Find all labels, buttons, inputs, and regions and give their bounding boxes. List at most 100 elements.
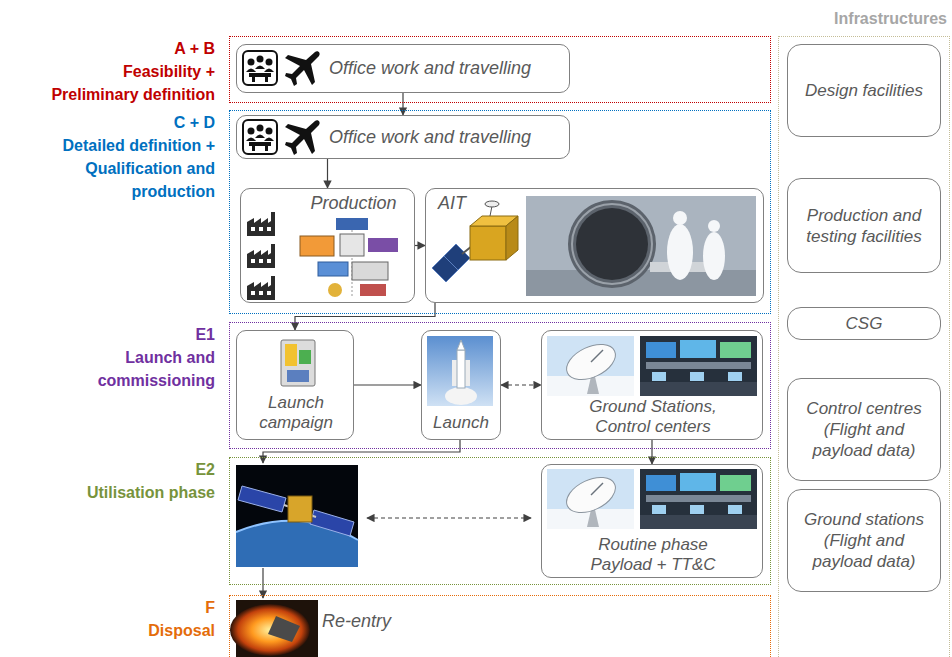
plane-icon	[285, 120, 320, 155]
facility-box: Ground stations (Flight and payload data…	[787, 489, 941, 592]
satellite-model	[432, 201, 518, 282]
exploded-satellite-drawing	[368, 238, 398, 252]
launch-container-icon	[287, 370, 309, 382]
flow-connector	[501, 384, 541, 385]
phase-name: Launch and commissioning	[40, 346, 215, 392]
re-entry-image	[230, 600, 318, 657]
satellite-in-orbit	[236, 465, 358, 567]
phase-name: Feasibility + Preliminary definition	[40, 60, 215, 106]
exploded-satellite-drawing	[340, 234, 364, 256]
exploded-satellite-drawing	[300, 236, 334, 256]
facility-box: Design facilities	[787, 44, 941, 137]
activity-box: Routine phase Payload + TT&C	[541, 464, 763, 578]
exploded-satellite-drawing	[336, 218, 368, 230]
facility-label: Production and testing facilities	[788, 205, 940, 247]
satellite-model	[506, 216, 518, 260]
activity-label: Launch	[424, 413, 498, 433]
facility-label: CSG	[839, 313, 890, 334]
satellite-model	[490, 206, 492, 216]
panel-heading: Infrastructures	[797, 9, 947, 29]
launch-container-icon	[281, 340, 315, 386]
test-chamber-photo	[568, 200, 656, 288]
satellite-model	[432, 244, 470, 282]
satellite-in-orbit	[288, 496, 312, 522]
rocket-photo	[457, 340, 465, 350]
factory-icon	[247, 276, 275, 300]
rocket-photo	[445, 387, 477, 405]
satellite-in-orbit	[238, 486, 286, 512]
launch-container-icon	[299, 350, 311, 364]
activity-label: Routine phase Payload + TT&C	[578, 535, 728, 575]
flow-arrow	[367, 517, 531, 518]
ground-station-photo	[547, 469, 634, 529]
rocket-photo	[427, 336, 493, 406]
test-chamber-photo	[526, 196, 756, 296]
phase-code: A + B	[40, 37, 215, 60]
control-room-photo	[640, 336, 757, 396]
flow-connector	[651, 440, 652, 464]
test-chamber-photo	[667, 224, 693, 280]
flow-arrow	[263, 440, 531, 598]
satellite-model	[470, 226, 506, 260]
flow-connector	[415, 245, 425, 246]
rocket-photo	[465, 360, 470, 386]
activity-label: Production	[296, 193, 411, 214]
test-chamber-photo	[572, 204, 652, 284]
satellite-model	[444, 256, 458, 270]
rocket-photo	[457, 350, 465, 388]
test-chamber-photo	[703, 232, 725, 280]
phase-name: Detailed definition + Qualification and …	[40, 134, 215, 203]
flow-connector	[354, 384, 421, 385]
test-chamber-photo	[576, 208, 648, 280]
facility-box: CSG	[787, 307, 941, 340]
activity-label: Office work and travelling	[329, 127, 565, 148]
activity-label: Launch campaign	[241, 393, 351, 433]
exploded-satellite-drawing	[328, 283, 342, 297]
test-chamber-photo	[708, 220, 720, 232]
exploded-satellite-drawing	[300, 218, 398, 298]
satellite-model	[485, 201, 499, 207]
activity-box: Office work and travelling	[236, 115, 570, 159]
ground-station-photo	[547, 336, 634, 396]
test-chamber-photo	[673, 211, 687, 225]
flow-arrow	[263, 440, 460, 463]
satellite-in-orbit	[236, 465, 358, 567]
factory-icon	[247, 212, 275, 300]
activity-label: Ground Stations, Control centers	[578, 397, 728, 437]
exploded-satellite-drawing	[352, 262, 388, 280]
activity-box: Launch campaign	[236, 330, 354, 440]
launch-container-icon	[281, 340, 315, 386]
plane-icon	[285, 51, 320, 155]
flow-connector	[402, 93, 403, 115]
factory-icon	[247, 244, 275, 268]
launch-container-icon	[285, 344, 297, 366]
exploded-satellite-drawing	[318, 262, 348, 276]
satellite-in-orbit	[310, 510, 354, 536]
re-entry-image	[268, 616, 300, 642]
activity-box: Launch	[421, 330, 501, 440]
flow-connector	[327, 159, 328, 188]
phase-code: E2	[40, 458, 215, 481]
facility-box: Production and testing facilities	[787, 178, 941, 273]
phase-name: Utilisation phase	[40, 481, 215, 504]
activity-box: Production	[240, 188, 415, 303]
people-icon	[243, 120, 277, 154]
phase-name: Disposal	[40, 619, 215, 642]
facility-box: Control centres (Flight and payload data…	[787, 378, 941, 481]
phase-code: F	[40, 596, 215, 619]
facility-label: Control centres (Flight and payload data…	[788, 398, 940, 461]
flow-connector	[295, 303, 435, 330]
facility-label: Design facilities	[798, 80, 930, 101]
rocket-photo	[427, 336, 493, 406]
activity-box: Ground Stations, Control centers	[541, 330, 763, 440]
phase-band: E1Launch and commissioningLaunch campaig…	[229, 322, 771, 449]
rocket-photo	[452, 360, 457, 386]
phase-band: FDisposal	[229, 595, 771, 657]
phase-band: C + DDetailed definition + Qualification…	[229, 110, 771, 314]
people-icon	[243, 51, 277, 85]
activity-box: AIT	[425, 188, 764, 303]
phase-code: E1	[40, 323, 215, 346]
test-chamber-photo	[526, 196, 756, 296]
control-room-photo	[640, 469, 757, 529]
activity-label: Office work and travelling	[329, 58, 565, 79]
